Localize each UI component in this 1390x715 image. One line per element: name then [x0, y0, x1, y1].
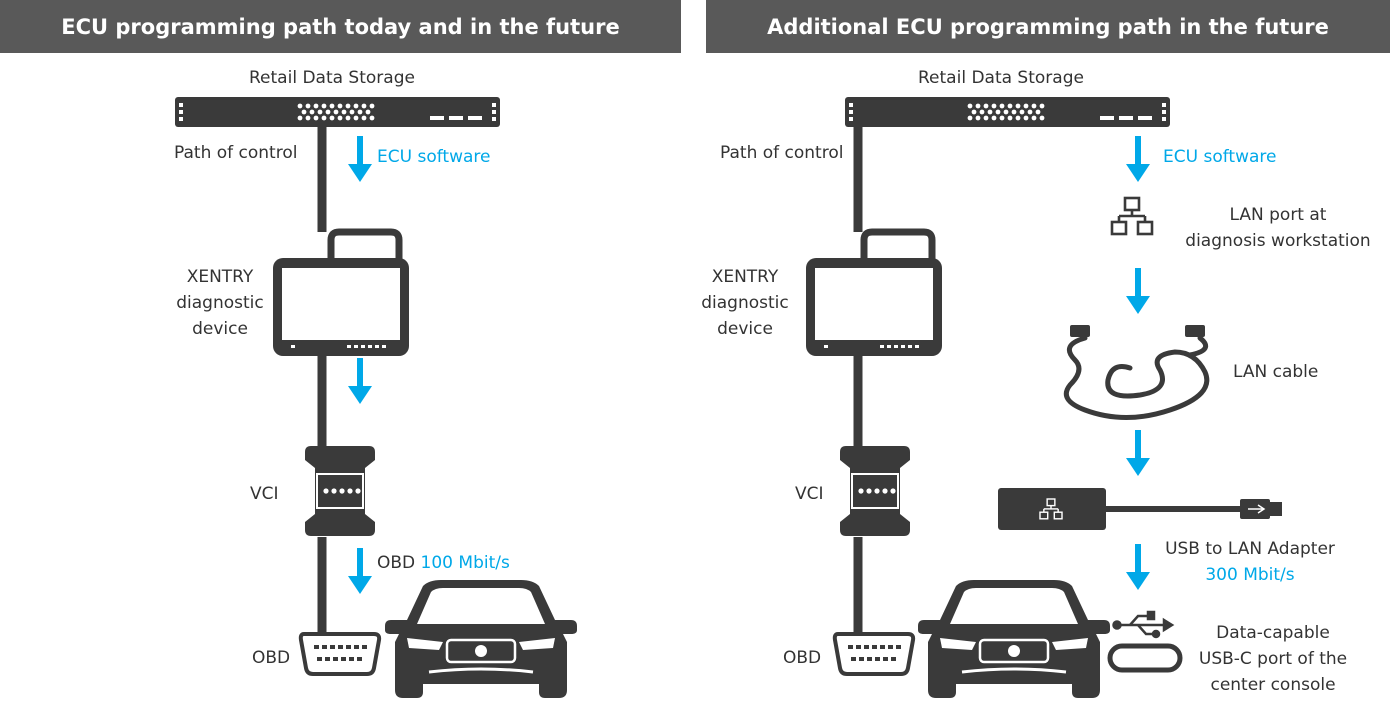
left-storage-label: Retail Data Storage — [249, 68, 415, 88]
right-diagnostic-tablet-icon — [806, 232, 942, 356]
lan-port-network-icon — [1110, 196, 1154, 236]
left-panel-title: ECU programming path today and in the fu… — [0, 0, 681, 53]
right-xentry-label: XENTRY diagnostic device — [701, 267, 789, 339]
right-vci-label: VCI — [795, 484, 824, 504]
left-diagnostic-tablet-icon — [273, 232, 409, 356]
left-car-front-icon — [383, 578, 579, 700]
left-arrow-ecu-software — [348, 136, 372, 182]
usbc-port-label: Data-capable USB-C port of the center co… — [1198, 623, 1348, 695]
left-ecu-software-label: ECU software — [377, 147, 491, 167]
left-obd-label: OBD — [252, 648, 291, 668]
right-vci-box-icon — [839, 445, 911, 537]
right-arrow-to-cable — [1126, 268, 1150, 314]
left-obd-speed-label: OBD 100 Mbit/s — [377, 553, 510, 573]
right-server-rack-icon — [845, 97, 1170, 127]
usb-adapter-label: USB to LAN Adapter 300 Mbit/s — [1165, 539, 1335, 585]
left-obd-connector-icon — [298, 632, 382, 676]
left-vci-box-icon — [304, 445, 376, 537]
usb-c-port-icon — [1107, 643, 1183, 673]
right-panel-title: Additional ECU programming path in the f… — [706, 0, 1390, 53]
right-ecu-software-label: ECU software — [1163, 147, 1277, 167]
left-xentry-label: XENTRY diagnostic device — [176, 267, 264, 339]
right-car-front-icon — [916, 578, 1112, 700]
lan-cable-icon — [1063, 325, 1210, 420]
left-server-rack-icon — [175, 97, 500, 127]
right-arrow-to-usbc — [1126, 544, 1150, 590]
right-obd-label: OBD — [783, 648, 822, 668]
left-arrow-to-vci — [348, 358, 372, 404]
left-arrow-obd — [348, 548, 372, 594]
lan-cable-label: LAN cable — [1233, 362, 1319, 382]
right-obd-connector-icon — [832, 632, 916, 676]
right-arrow-to-adapter — [1126, 430, 1150, 476]
left-path-of-control-label: Path of control — [174, 143, 298, 163]
left-vci-label: VCI — [250, 484, 279, 504]
right-storage-label: Retail Data Storage — [918, 68, 1084, 88]
right-arrow-ecu-software — [1126, 136, 1150, 182]
right-path-of-control-label: Path of control — [720, 143, 844, 163]
usb-symbol-icon — [1112, 610, 1175, 639]
lan-port-label: LAN port at diagnosis workstation — [1185, 205, 1371, 251]
usb-lan-adapter-icon — [998, 488, 1282, 530]
